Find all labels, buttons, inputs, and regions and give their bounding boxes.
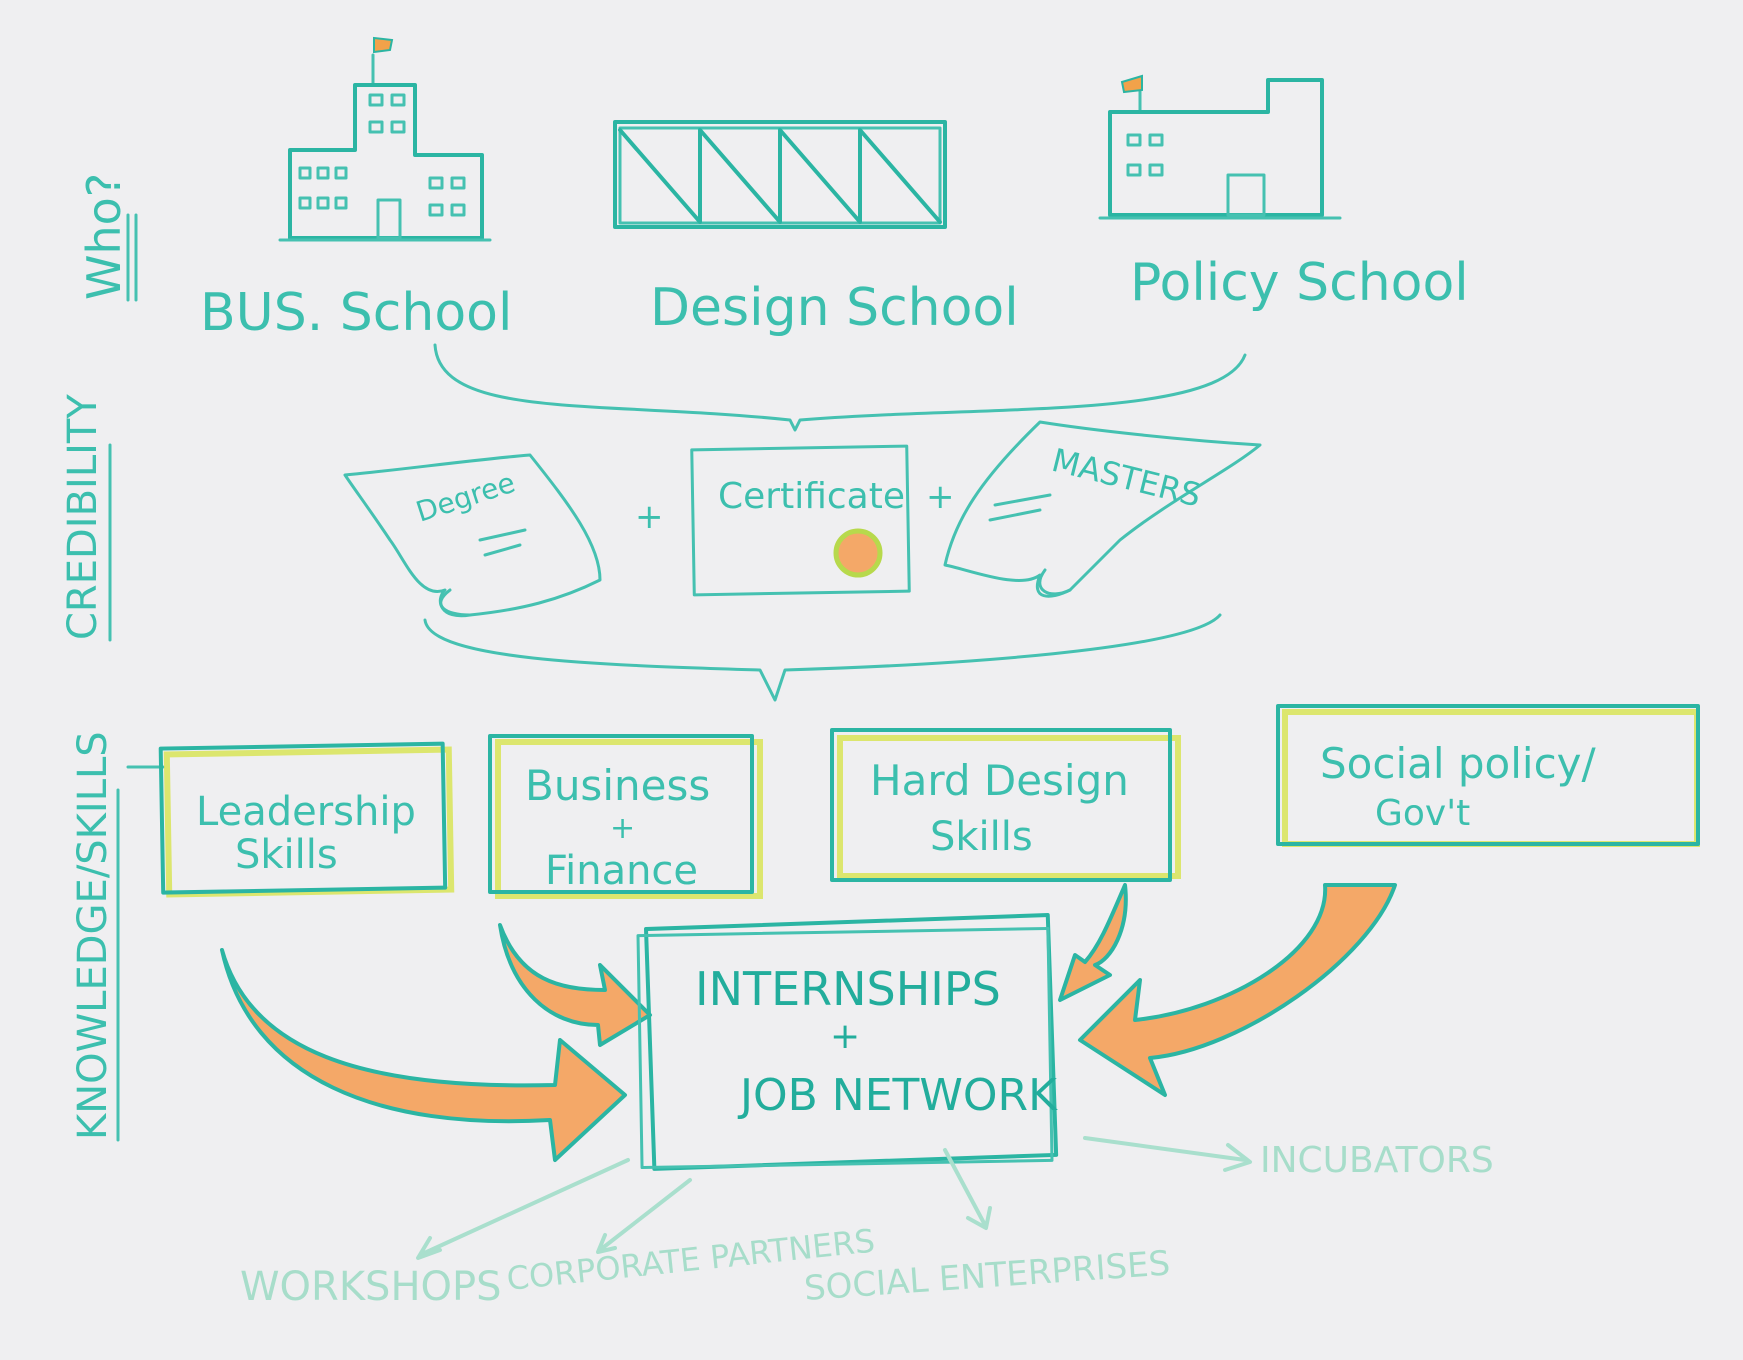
row-label-who: Who?	[77, 173, 138, 302]
skill-box-business-finance: Business + Finance	[488, 734, 763, 899]
svg-text:Social policy/: Social policy/	[1320, 739, 1597, 788]
svg-text:Leadership: Leadership	[196, 789, 416, 835]
arrow-policy-to-hub	[1078, 883, 1397, 1097]
svg-text:Gov't: Gov't	[1375, 793, 1470, 834]
credential-plus-2: +	[926, 477, 955, 517]
brace-credentials	[423, 613, 1222, 702]
brace-schools	[433, 343, 1247, 432]
svg-text:Skills: Skills	[930, 814, 1033, 860]
credential-degree: Degree	[412, 466, 519, 529]
credential-certificate: Certificate	[718, 476, 905, 517]
arrow-leadership-to-hub	[220, 948, 627, 1162]
svg-text:Business: Business	[525, 761, 710, 810]
school-label-design: Design School	[650, 278, 1019, 338]
arrow-to-incubators	[1083, 1136, 1252, 1172]
svg-text:Finance: Finance	[545, 848, 698, 894]
credential-masters: MASTERS	[1048, 441, 1205, 515]
row-label-knowledge-skills: KNOWLEDGE/SKILLS	[70, 731, 120, 1142]
svg-text:Who?: Who?	[77, 173, 131, 300]
svg-text:+: +	[830, 1016, 860, 1057]
svg-text:Hard Design: Hard Design	[870, 756, 1129, 805]
arrow-to-corporate-partners	[596, 1178, 692, 1254]
credential-plus-1: +	[635, 497, 664, 537]
svg-text:KNOWLEDGE/SKILLS: KNOWLEDGE/SKILLS	[70, 731, 116, 1140]
degree-scroll-icon	[343, 453, 602, 618]
school-building-icon	[278, 36, 492, 242]
design-school-building-icon	[613, 120, 947, 229]
svg-text:CREDIBILITY: CREDIBILITY	[60, 394, 106, 640]
hub-box-internships: INTERNSHIPS + JOB NETWORK	[636, 913, 1059, 1171]
school-building-icon	[1098, 74, 1342, 220]
certificate-icon	[690, 444, 911, 597]
skill-box-social-policy: Social policy/ Gov't	[1276, 704, 1700, 847]
skill-box-hard-design: Hard Design Skills	[830, 728, 1181, 882]
skill-box-leadership: Leadership Skills	[158, 741, 455, 898]
arrow-to-workshops	[416, 1158, 630, 1260]
arrow-design-to-hub	[1058, 883, 1128, 1002]
svg-text:Skills: Skills	[235, 832, 338, 878]
arrow-to-social-enterprises	[943, 1148, 992, 1230]
arrow-business-to-hub	[498, 923, 652, 1047]
row-label-credibility: CREDIBILITY	[60, 394, 112, 642]
school-label-bus: BUS. School	[200, 283, 512, 343]
svg-text:INTERNSHIPS: INTERNSHIPS	[695, 962, 1001, 1016]
masters-scroll-icon	[943, 420, 1262, 598]
output-workshops: WORKSHOPS	[240, 1264, 502, 1310]
school-label-policy: Policy School	[1130, 253, 1469, 313]
svg-text:+: +	[610, 811, 635, 846]
svg-text:JOB NETWORK: JOB NETWORK	[737, 1070, 1058, 1121]
output-incubators: INCUBATORS	[1260, 1140, 1494, 1181]
